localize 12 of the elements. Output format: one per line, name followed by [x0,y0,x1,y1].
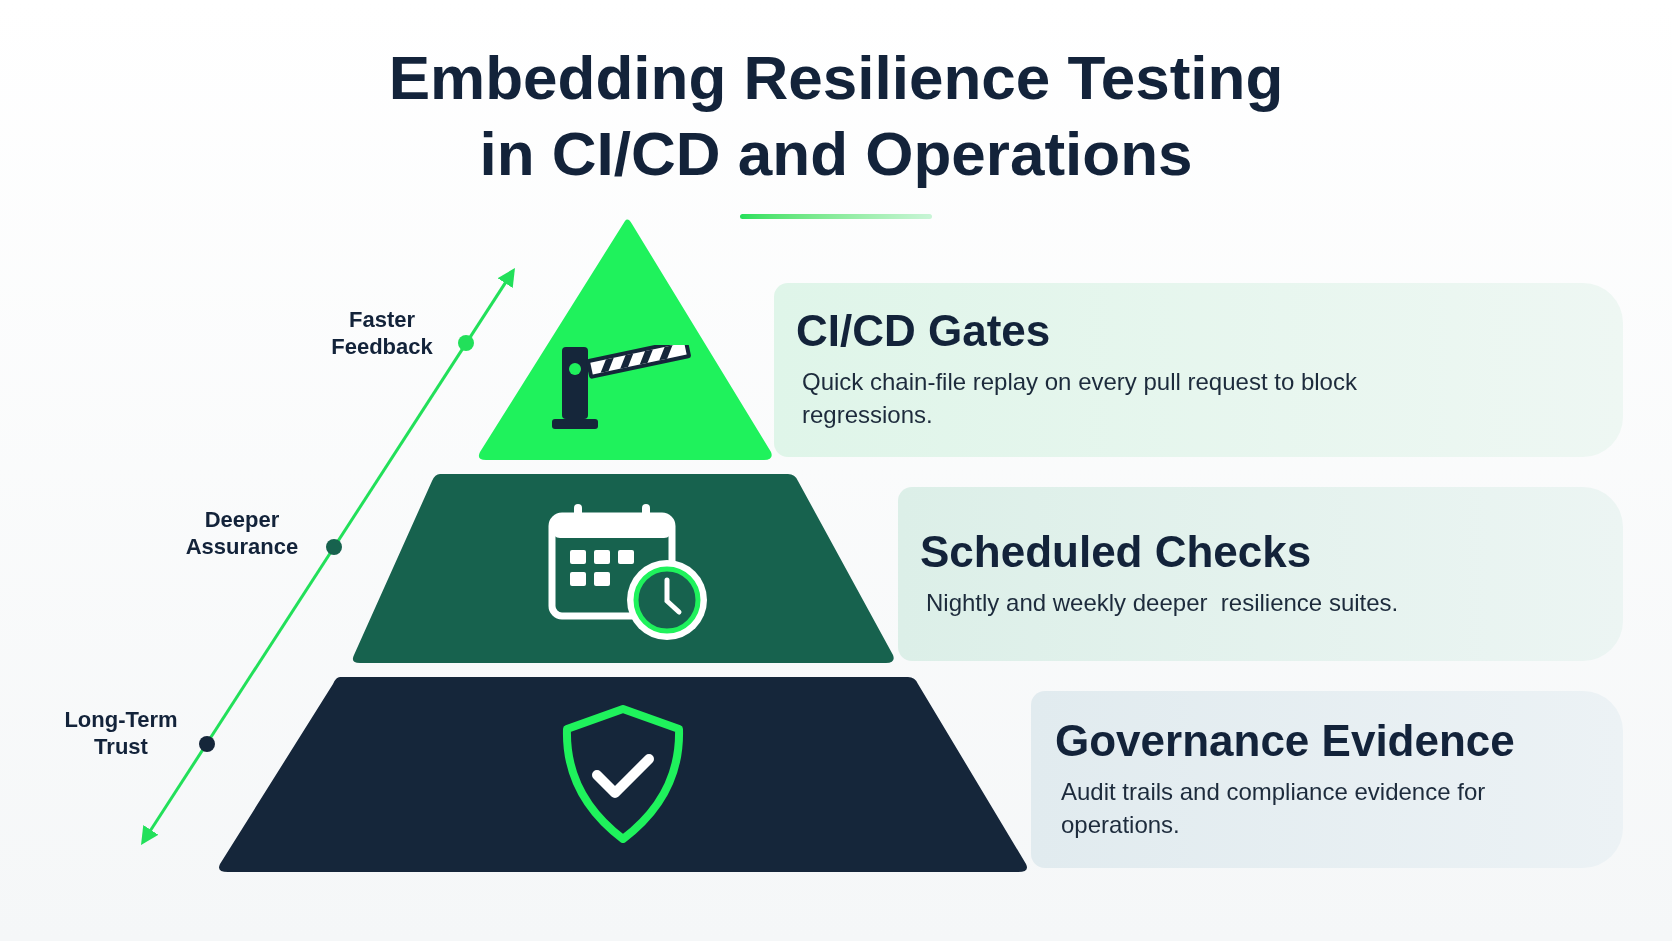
tier-description: Quick chain-file replay on every pull request to block regressions. [802,367,1358,430]
tier-description: Audit trails and compliance evidence for operations. [1061,776,1487,840]
tier-panel [898,487,1623,661]
tier-heading: CI/CD Gates [796,309,1052,353]
stage-label: Faster Feedback [330,306,434,360]
tier-heading: Governance Evidence [1055,718,1516,763]
tier-description: Nightly and weekly deeper resilience suites. [926,587,1400,618]
stage-label: Long-Term Trust [63,706,179,760]
title: Embedding Resilience Testing in CI/CD and Operations [387,42,1285,190]
stage-label: Deeper Assurance [184,506,300,560]
tier-panel [774,283,1623,457]
tier-heading: Scheduled Checks [920,529,1313,574]
